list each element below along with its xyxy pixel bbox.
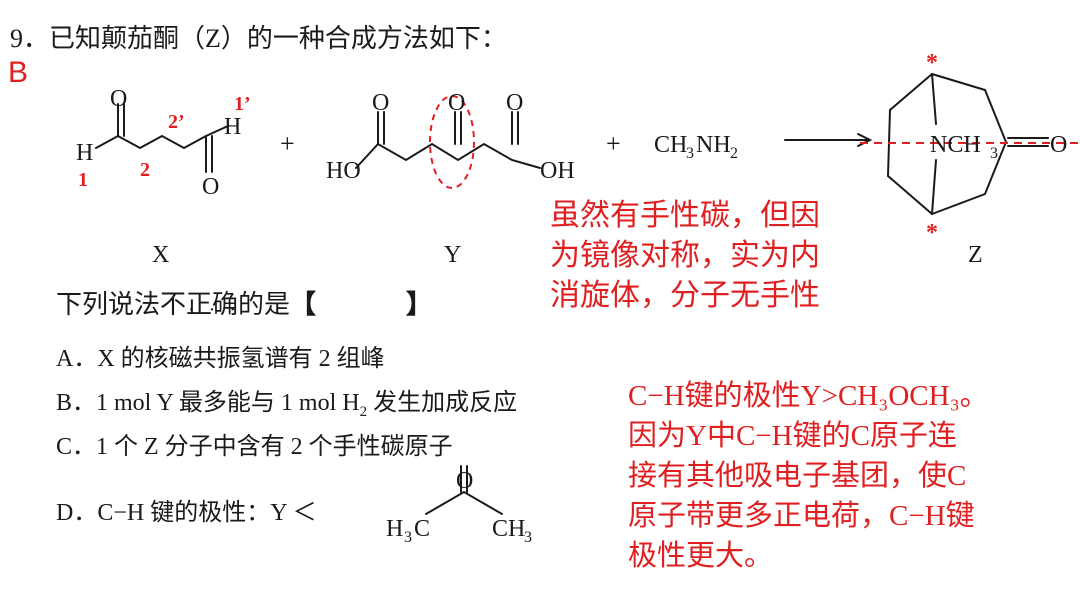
annotation-chirality-line-1: 虽然有手性碳，但因 (550, 199, 820, 232)
option-a-letter: A． (56, 346, 98, 372)
plus-1: + (280, 129, 295, 158)
y-carbonyl-center (454, 111, 462, 145)
x-atom-h: H (76, 140, 93, 166)
z-carbonyl (1007, 137, 1049, 147)
option-b-sub: 2 (359, 403, 368, 420)
y-label: Y (444, 242, 461, 268)
y-carbonyl-right (511, 111, 519, 145)
highlight-ellipse (429, 95, 475, 189)
chiral-star-top: * (926, 50, 938, 76)
prompt-text: 下列说法不正确的是 (56, 290, 291, 319)
d-atom-o: O (456, 468, 473, 494)
option-b: B．1 mol Y 最多能与 1 mol H2 发生加成反应 (56, 382, 517, 421)
plus-2: + (606, 129, 621, 158)
y-atom-o-left: O (372, 90, 389, 116)
z-label: Z (968, 242, 983, 268)
answer-bracket-right: 】 (406, 289, 433, 319)
option-d-letter: D． (56, 500, 98, 526)
option-c-text: 1 个 Z 分子中含有 2 个手性碳原子 (96, 434, 453, 460)
option-c-letter: C． (56, 434, 97, 460)
z-atom-sub: 3 (990, 145, 998, 162)
option-a-text: X 的核磁共振氢谱有 2 组峰 (97, 346, 385, 372)
y-atom-o-center: O (448, 90, 465, 116)
d-ch3-ch: CH (492, 516, 525, 542)
option-c: C．1 个 Z 分子中含有 2 个手性碳原子 (56, 426, 453, 461)
y-atom-o-right: O (506, 90, 523, 116)
d-h3c-h: H (386, 516, 403, 542)
x-atom-h-right: H (224, 114, 241, 140)
x-num-2: 2 (140, 159, 150, 181)
y-carbonyl-left (377, 111, 385, 145)
x-atom-o-top: O (110, 86, 127, 112)
d-chain-bonds (425, 490, 503, 515)
reagent-sub-3: 3 (686, 145, 694, 162)
y-atom-oh: OH (540, 158, 575, 184)
y-chain-bonds (355, 142, 541, 169)
x-num-1: 1 (78, 169, 88, 191)
annotation-chirality-line-2: 为镜像对称，实为内 (550, 239, 820, 272)
annotation-polarity-line-3: 接有其他吸电子基团，使C (628, 460, 967, 492)
d-carbonyl (460, 465, 468, 493)
answer-mark: B (8, 56, 29, 89)
emphasis-dots: ··· (188, 299, 237, 321)
annotation-chirality-line-3: 消旋体，分子无手性 (550, 279, 820, 312)
answer-bracket-left: 【 (290, 289, 317, 319)
x-num-1p: 1’ (234, 93, 251, 115)
annotation-polarity-line-2: 因为Y中C−H键的C原子连 (628, 420, 957, 452)
reagent-nh: NH (696, 132, 731, 158)
z-atom-n: NCH (930, 132, 981, 158)
x-chain-bonds (95, 134, 207, 150)
reagent-ch: CH (654, 132, 687, 158)
option-b-letter: B． (56, 390, 97, 416)
y-atom-ho: HO (326, 158, 361, 184)
question-prompt: 下列说法不正确的是【 】 (56, 284, 432, 321)
option-d-text: C−H 键的极性：Y ＜ (97, 500, 317, 526)
z-bridge (931, 73, 937, 215)
annotation-polarity-line-5: 极性更大。 (628, 540, 774, 572)
d-h3c-c: C (414, 516, 430, 542)
x-carbonyl-1 (117, 103, 125, 137)
d-ch3-sub: 3 (524, 529, 532, 546)
option-a: A．X 的核磁共振氢谱有 2 组峰 (56, 338, 385, 373)
x-atom-o-bottom: O (202, 174, 219, 200)
annotation-chirality: 虽然有手性碳，但因 为镜像对称，实为内 消旋体，分子无手性 (550, 196, 820, 316)
reagent-sub-2: 2 (730, 145, 738, 162)
x-ch-bond (205, 125, 229, 137)
question-title: 9．已知颠茄酮（Z）的一种合成方法如下： (10, 24, 507, 53)
annotation-polarity-line-1: C−H键的极性Y>CH₃OCH₃。 (628, 380, 989, 412)
x-carbonyl-2 (205, 135, 213, 173)
z-atom-o: O (1050, 132, 1067, 158)
option-d: D．C−H 键的极性：Y ＜ (56, 492, 317, 527)
option-b-text: 1 mol Y 最多能与 1 mol H (96, 390, 360, 416)
annotation-polarity: C−H键的极性Y>CH₃OCH₃。 因为Y中C−H键的C原子连 接有其他吸电子基… (628, 376, 989, 576)
chiral-star-bottom: * (926, 220, 938, 246)
x-label: X (152, 242, 169, 268)
option-b-text-after: 发生加成反应 (367, 390, 518, 416)
x-num-2p: 2’ (168, 111, 185, 133)
d-h3c-sub: 3 (404, 529, 412, 546)
annotation-polarity-line-4: 原子带更多正电荷，C−H键 (628, 500, 975, 532)
